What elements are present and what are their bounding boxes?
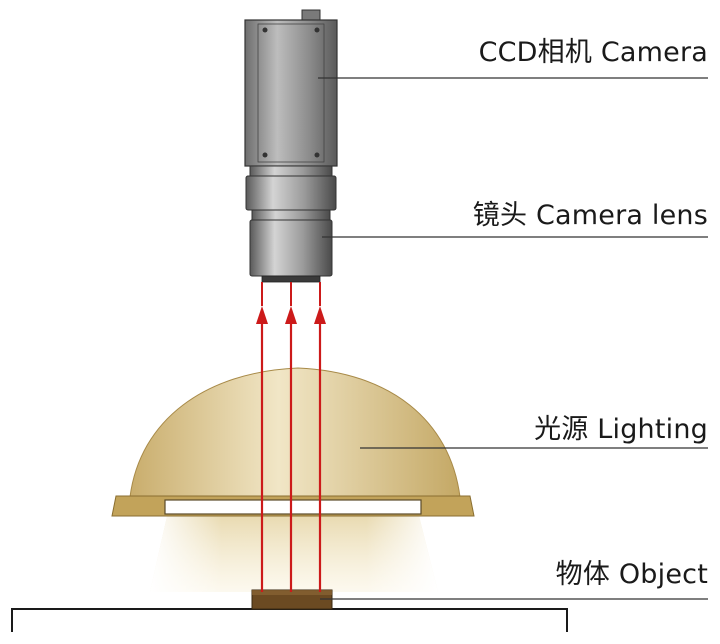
stage-table-icon [11,608,568,632]
label-camera: CCD相机 Camera [478,37,708,68]
label-object: 物体 Object [555,559,708,590]
label-camera-lens: 镜头 Camera lens [472,200,708,231]
reflected-light-rays-icon [256,282,326,592]
dome-light-source-icon [111,367,475,517]
leader-lines [318,77,708,600]
camera-lens-icon [245,165,337,283]
camera-body-icon [244,9,338,167]
label-lighting: 光源 Lighting [534,414,708,445]
light-beam [150,512,438,592]
